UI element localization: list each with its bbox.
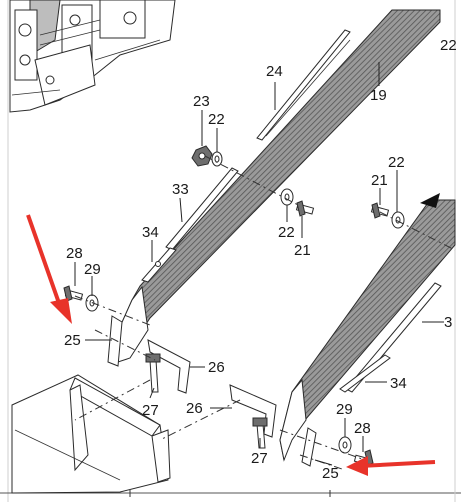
callout-33: 33 (172, 181, 189, 198)
washer-29-right (338, 436, 352, 454)
callout-34-upper: 34 (142, 224, 159, 241)
bolt-21-mid (295, 200, 315, 217)
callout-28-b: 28 (354, 420, 371, 437)
upper-guide-rail (114, 9, 441, 364)
callout-26-a: 26 (208, 359, 225, 376)
strip-24 (256, 29, 351, 141)
callout-22-top-right: 22 (440, 37, 457, 54)
bolt-27-right (252, 417, 268, 449)
callout-25-b: 25 (322, 465, 339, 482)
plate-25-right (301, 427, 317, 467)
callout-19: 19 (370, 87, 387, 104)
direction-arrow-icon (420, 193, 440, 208)
lower-guide-rail (279, 199, 456, 462)
callout-27-a: 27 (142, 402, 159, 419)
bolt-27-left (145, 353, 161, 393)
red-arrow-left-icon (26, 214, 72, 324)
strip-34-lower (339, 354, 391, 393)
callout-26-b: 26 (186, 400, 203, 417)
nut-23 (191, 145, 213, 167)
callout-21-a: 21 (294, 242, 311, 259)
callout-22-b: 22 (278, 224, 295, 241)
callout-22-c: 22 (388, 154, 405, 171)
bolt-21-right (370, 202, 390, 219)
callout-21-b: 21 (371, 172, 388, 189)
callout-25-a: 25 (64, 332, 81, 349)
callout-27-b: 27 (251, 450, 268, 467)
leader-lines (74, 62, 444, 466)
strip-3x-right (345, 282, 442, 393)
machine-body-detail (9, 0, 176, 113)
plate-25-left (107, 315, 123, 367)
red-arrow-right-icon (346, 456, 436, 476)
callout-23: 23 (193, 93, 210, 110)
callout-34-lower: 34 (390, 375, 407, 392)
bracket-26-lower (229, 384, 277, 438)
callout-3x-right: 3 (444, 314, 452, 331)
washer-22-mid (280, 188, 294, 206)
washer-22-upper (211, 151, 223, 167)
chute-plate (11, 374, 171, 494)
washer-22-right (391, 211, 405, 229)
callout-22-a: 22 (208, 111, 225, 128)
bracket-26-upper (147, 339, 191, 394)
callout-24: 24 (266, 63, 283, 80)
callout-28-a: 28 (66, 245, 83, 262)
strip-34-upper (141, 247, 177, 283)
callout-29-b: 29 (336, 401, 353, 418)
callout-29-a: 29 (84, 261, 101, 278)
